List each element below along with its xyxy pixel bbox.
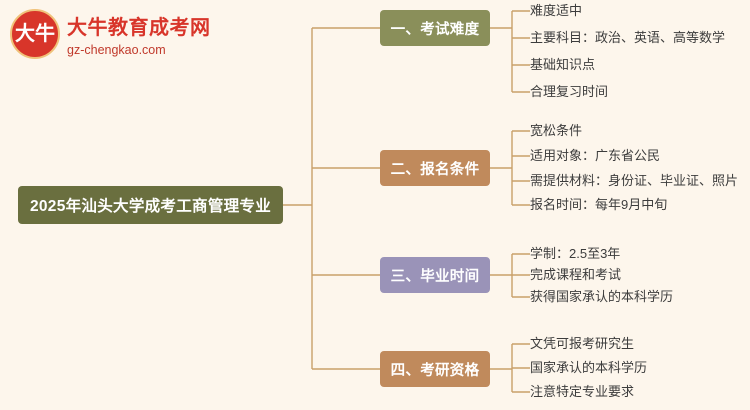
logo-text-block: 大牛教育成考网 gz-chengkao.com — [67, 11, 211, 57]
leaf-item: 完成课程和考试 — [530, 267, 622, 282]
leaf-item: 注意特定专业要求 — [530, 384, 635, 399]
leaf-item: 难度适中 — [530, 3, 583, 18]
leaf-item: 适用对象：广东省公民 — [530, 148, 661, 163]
logo-title: 大牛教育成考网 — [67, 17, 211, 39]
branch-node-postgraduate-qualification: 四、考研资格 — [380, 351, 490, 387]
leaf-item: 合理复习时间 — [530, 84, 609, 99]
leaf-item: 基础知识点 — [530, 57, 596, 72]
branch-node-registration-conditions: 二、报名条件 — [380, 150, 490, 186]
root-node: 2025年汕头大学成考工商管理专业 — [18, 186, 283, 224]
logo-subtitle: gz-chengkao.com — [67, 43, 166, 57]
leaf-item: 文凭可报考研究生 — [530, 336, 635, 351]
leaf-item: 获得国家承认的本科学历 — [530, 289, 674, 304]
leaf-item: 国家承认的本科学历 — [530, 360, 648, 375]
branch-node-graduation-time: 三、毕业时间 — [380, 257, 490, 293]
branch-node-exam-difficulty: 一、考试难度 — [380, 10, 490, 46]
leaf-item: 学制：2.5至3年 — [530, 246, 621, 261]
leaf-item: 宽松条件 — [530, 123, 583, 138]
leaf-item: 主要科目：政治、英语、高等数学 — [530, 30, 726, 45]
leaf-item: 报名时间：每年9月中旬 — [530, 197, 668, 212]
site-logo: 大牛 大牛教育成考网 gz-chengkao.com — [10, 8, 210, 60]
leaf-item: 需提供材料：身份证、毕业证、照片 — [530, 173, 739, 188]
logo-mark-icon: 大牛 — [10, 9, 60, 59]
